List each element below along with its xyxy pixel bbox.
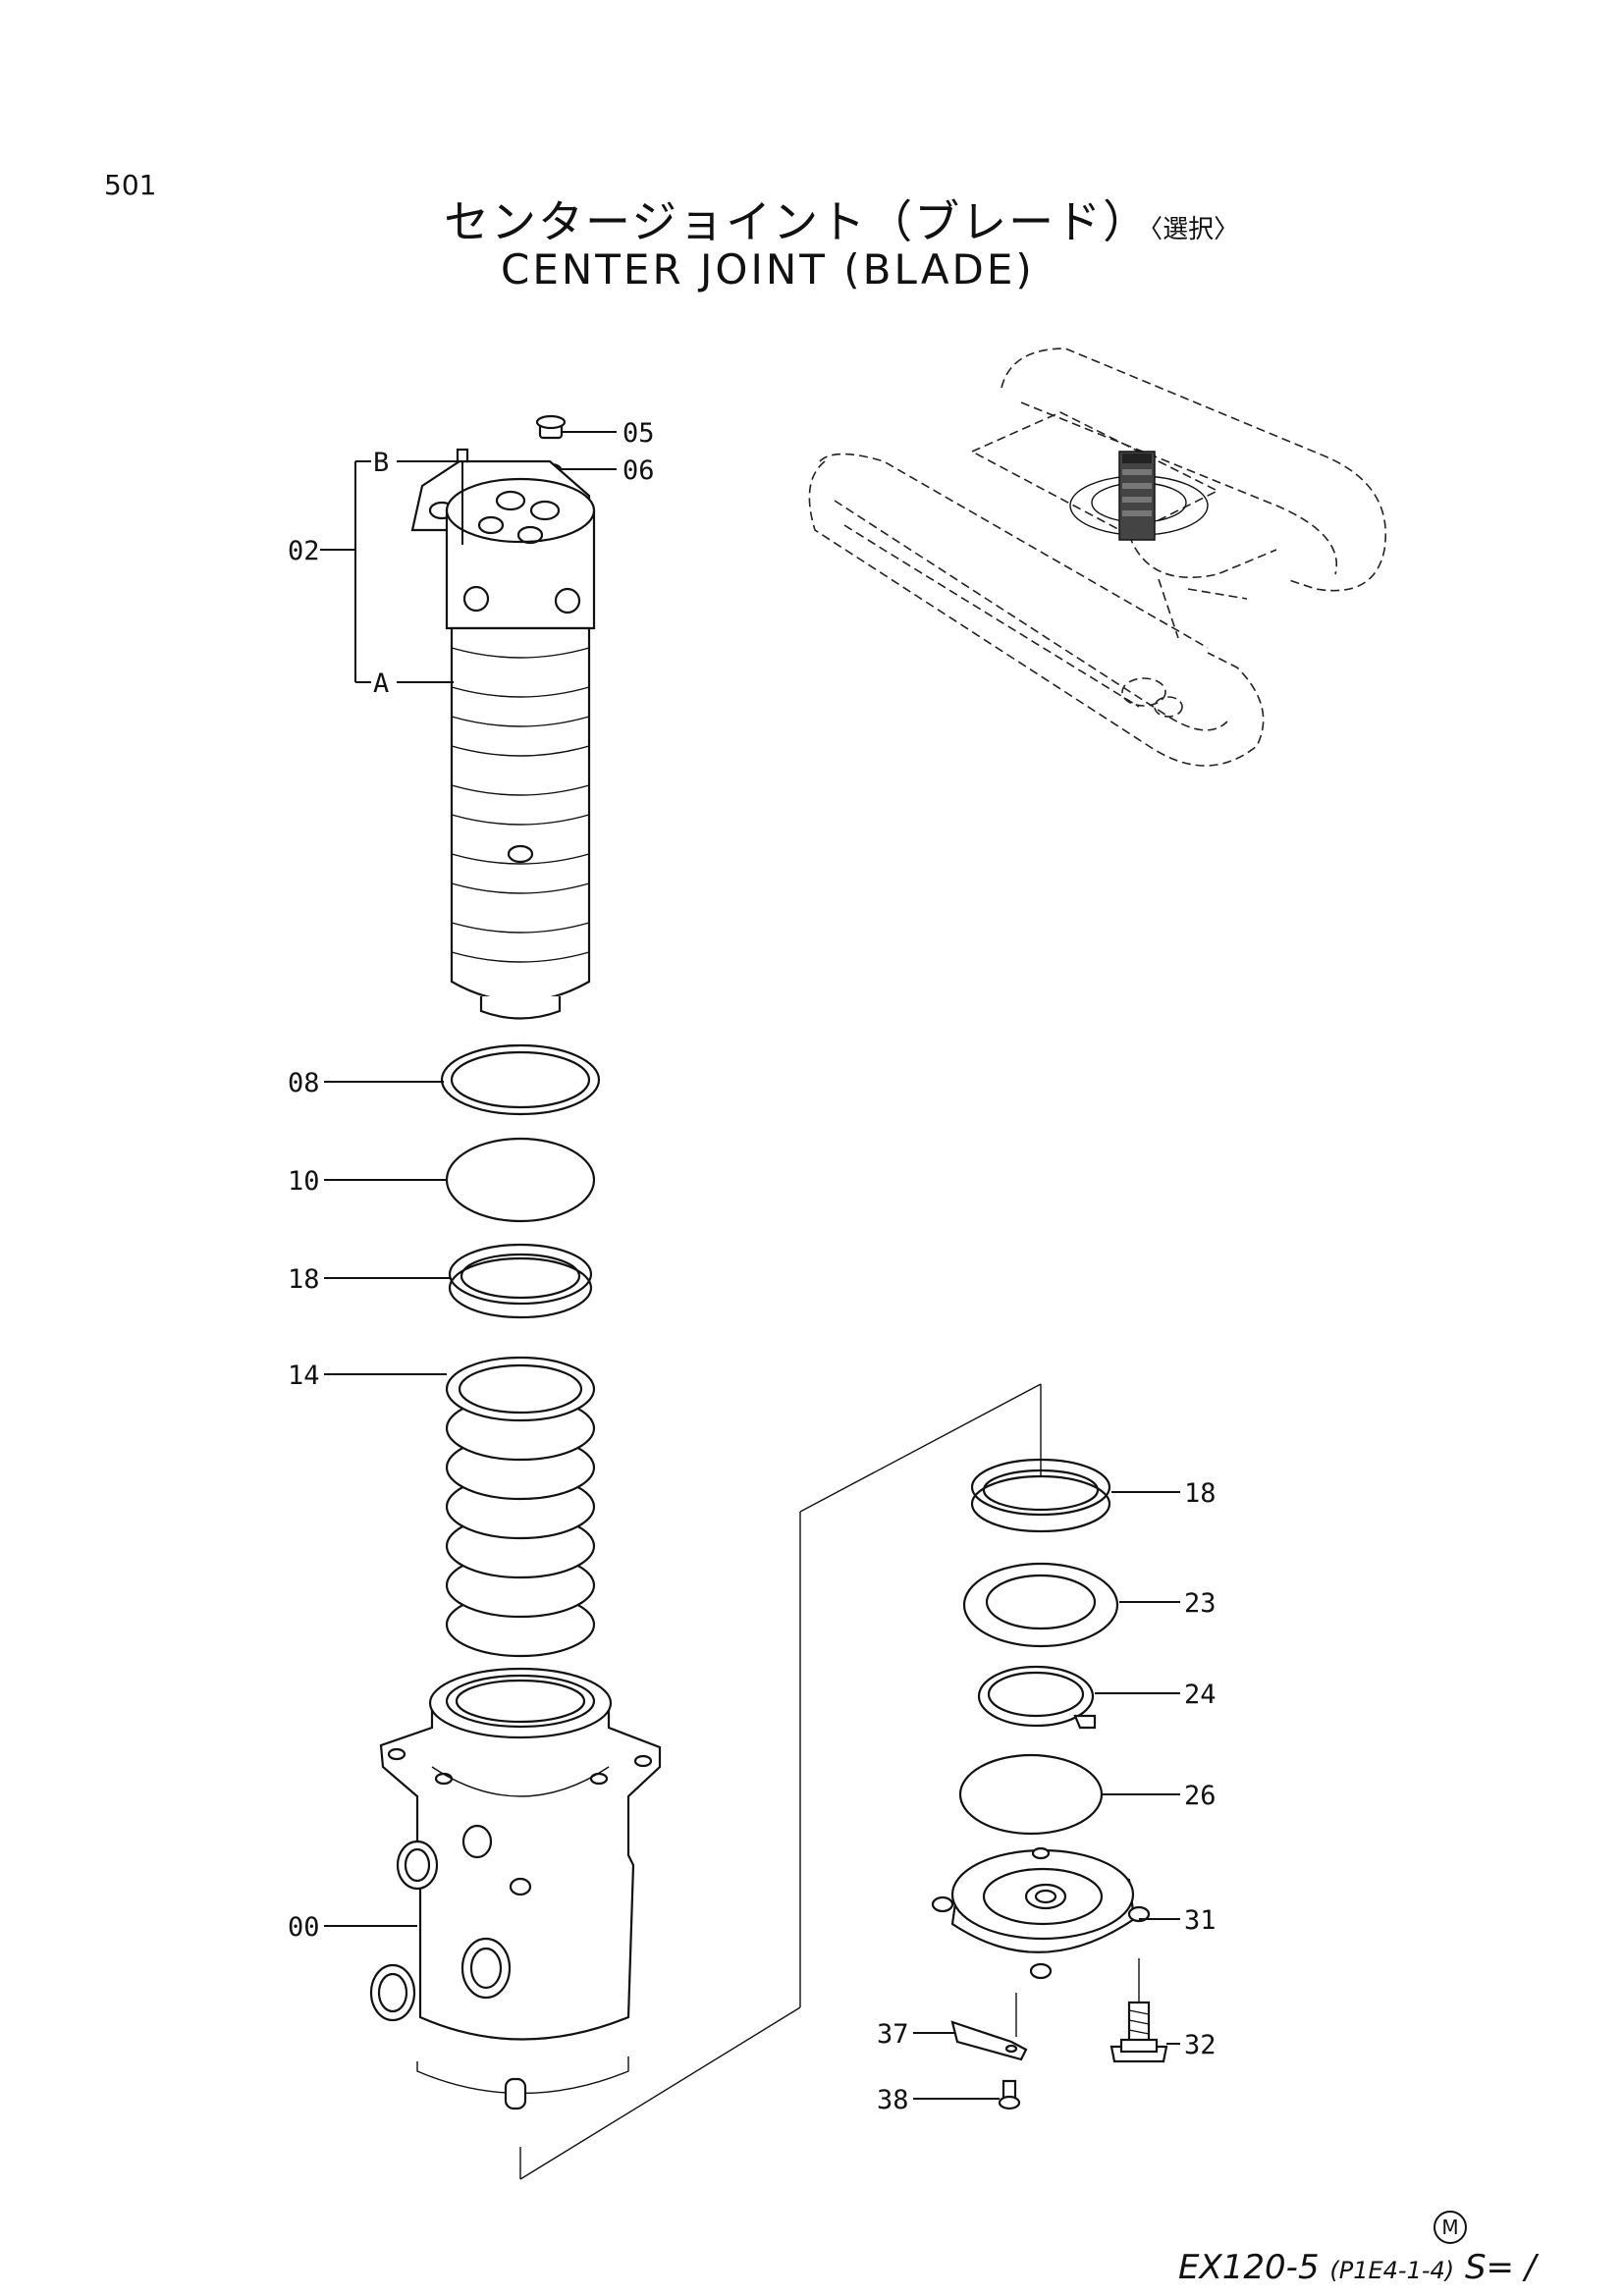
part-05-plug bbox=[535, 414, 617, 440]
callout-31: 31 bbox=[1184, 1905, 1217, 1936]
part-08-seal-ring bbox=[324, 1043, 601, 1116]
callout-10: 10 bbox=[288, 1166, 320, 1197]
footer-model: EX120-5 bbox=[1178, 2248, 1320, 2287]
callout-02-bracket bbox=[320, 460, 458, 683]
part-23-thrust-plate bbox=[962, 1562, 1180, 1648]
part-02-spindle bbox=[410, 448, 596, 1020]
title-english: CENTER JOINT (BLADE) bbox=[501, 245, 1035, 294]
callout-38: 38 bbox=[877, 2085, 909, 2115]
part-14-seal-stack bbox=[324, 1356, 596, 1658]
callout-32: 32 bbox=[1184, 2030, 1217, 2060]
footer-scale: S= / bbox=[1464, 2248, 1537, 2287]
callout-labels: 05 06 B 02 A 08 10 18 14 00 18 23 24 26 … bbox=[288, 418, 1217, 2115]
callout-37: 37 bbox=[877, 2019, 909, 2050]
callout-05: 05 bbox=[622, 418, 655, 449]
footer-code: (P1E4-1-4) bbox=[1329, 2257, 1455, 2284]
callout-26: 26 bbox=[1184, 1781, 1217, 1811]
part-31-cover bbox=[931, 1846, 1180, 1980]
assembly-lines bbox=[519, 1383, 1140, 2180]
part-24-snap-ring bbox=[977, 1665, 1180, 1730]
callout-02: 02 bbox=[288, 536, 320, 566]
callout-23: 23 bbox=[1184, 1588, 1217, 1619]
callout-24: 24 bbox=[1184, 1680, 1217, 1710]
part-18-ring-right bbox=[970, 1458, 1180, 1533]
callout-A: A bbox=[373, 668, 389, 699]
part-38-screw bbox=[913, 2079, 1021, 2110]
title-japanese-main: センタージョイント（ブレード） bbox=[444, 195, 1151, 248]
undercarriage-illustration bbox=[808, 347, 1386, 767]
callout-06: 06 bbox=[622, 455, 655, 486]
callout-00: 00 bbox=[288, 1912, 320, 1943]
callout-B: B bbox=[373, 448, 389, 478]
title-japanese-note: 〈選択〉 bbox=[1150, 215, 1240, 244]
part-18-ring bbox=[324, 1243, 593, 1319]
callout-18-left: 18 bbox=[288, 1264, 320, 1295]
footer-model-code: EX120-5 (P1E4-1-4) S= / bbox=[1178, 2248, 1536, 2287]
part-26-seal-disc bbox=[958, 1753, 1180, 1836]
part-00-body bbox=[324, 1667, 662, 2110]
page-number: 501 bbox=[104, 169, 157, 201]
callout-08: 08 bbox=[288, 1068, 320, 1098]
part-32-bolt bbox=[1109, 2001, 1180, 2063]
mark-circle-m: M bbox=[1434, 2211, 1467, 2244]
callout-14: 14 bbox=[288, 1361, 320, 1391]
title-japanese: センタージョイント（ブレード）〈選択〉 bbox=[444, 187, 1239, 251]
part-10-seal bbox=[324, 1137, 596, 1223]
part-37-lock-plate bbox=[913, 1993, 1028, 2061]
callout-18-right: 18 bbox=[1184, 1478, 1217, 1509]
